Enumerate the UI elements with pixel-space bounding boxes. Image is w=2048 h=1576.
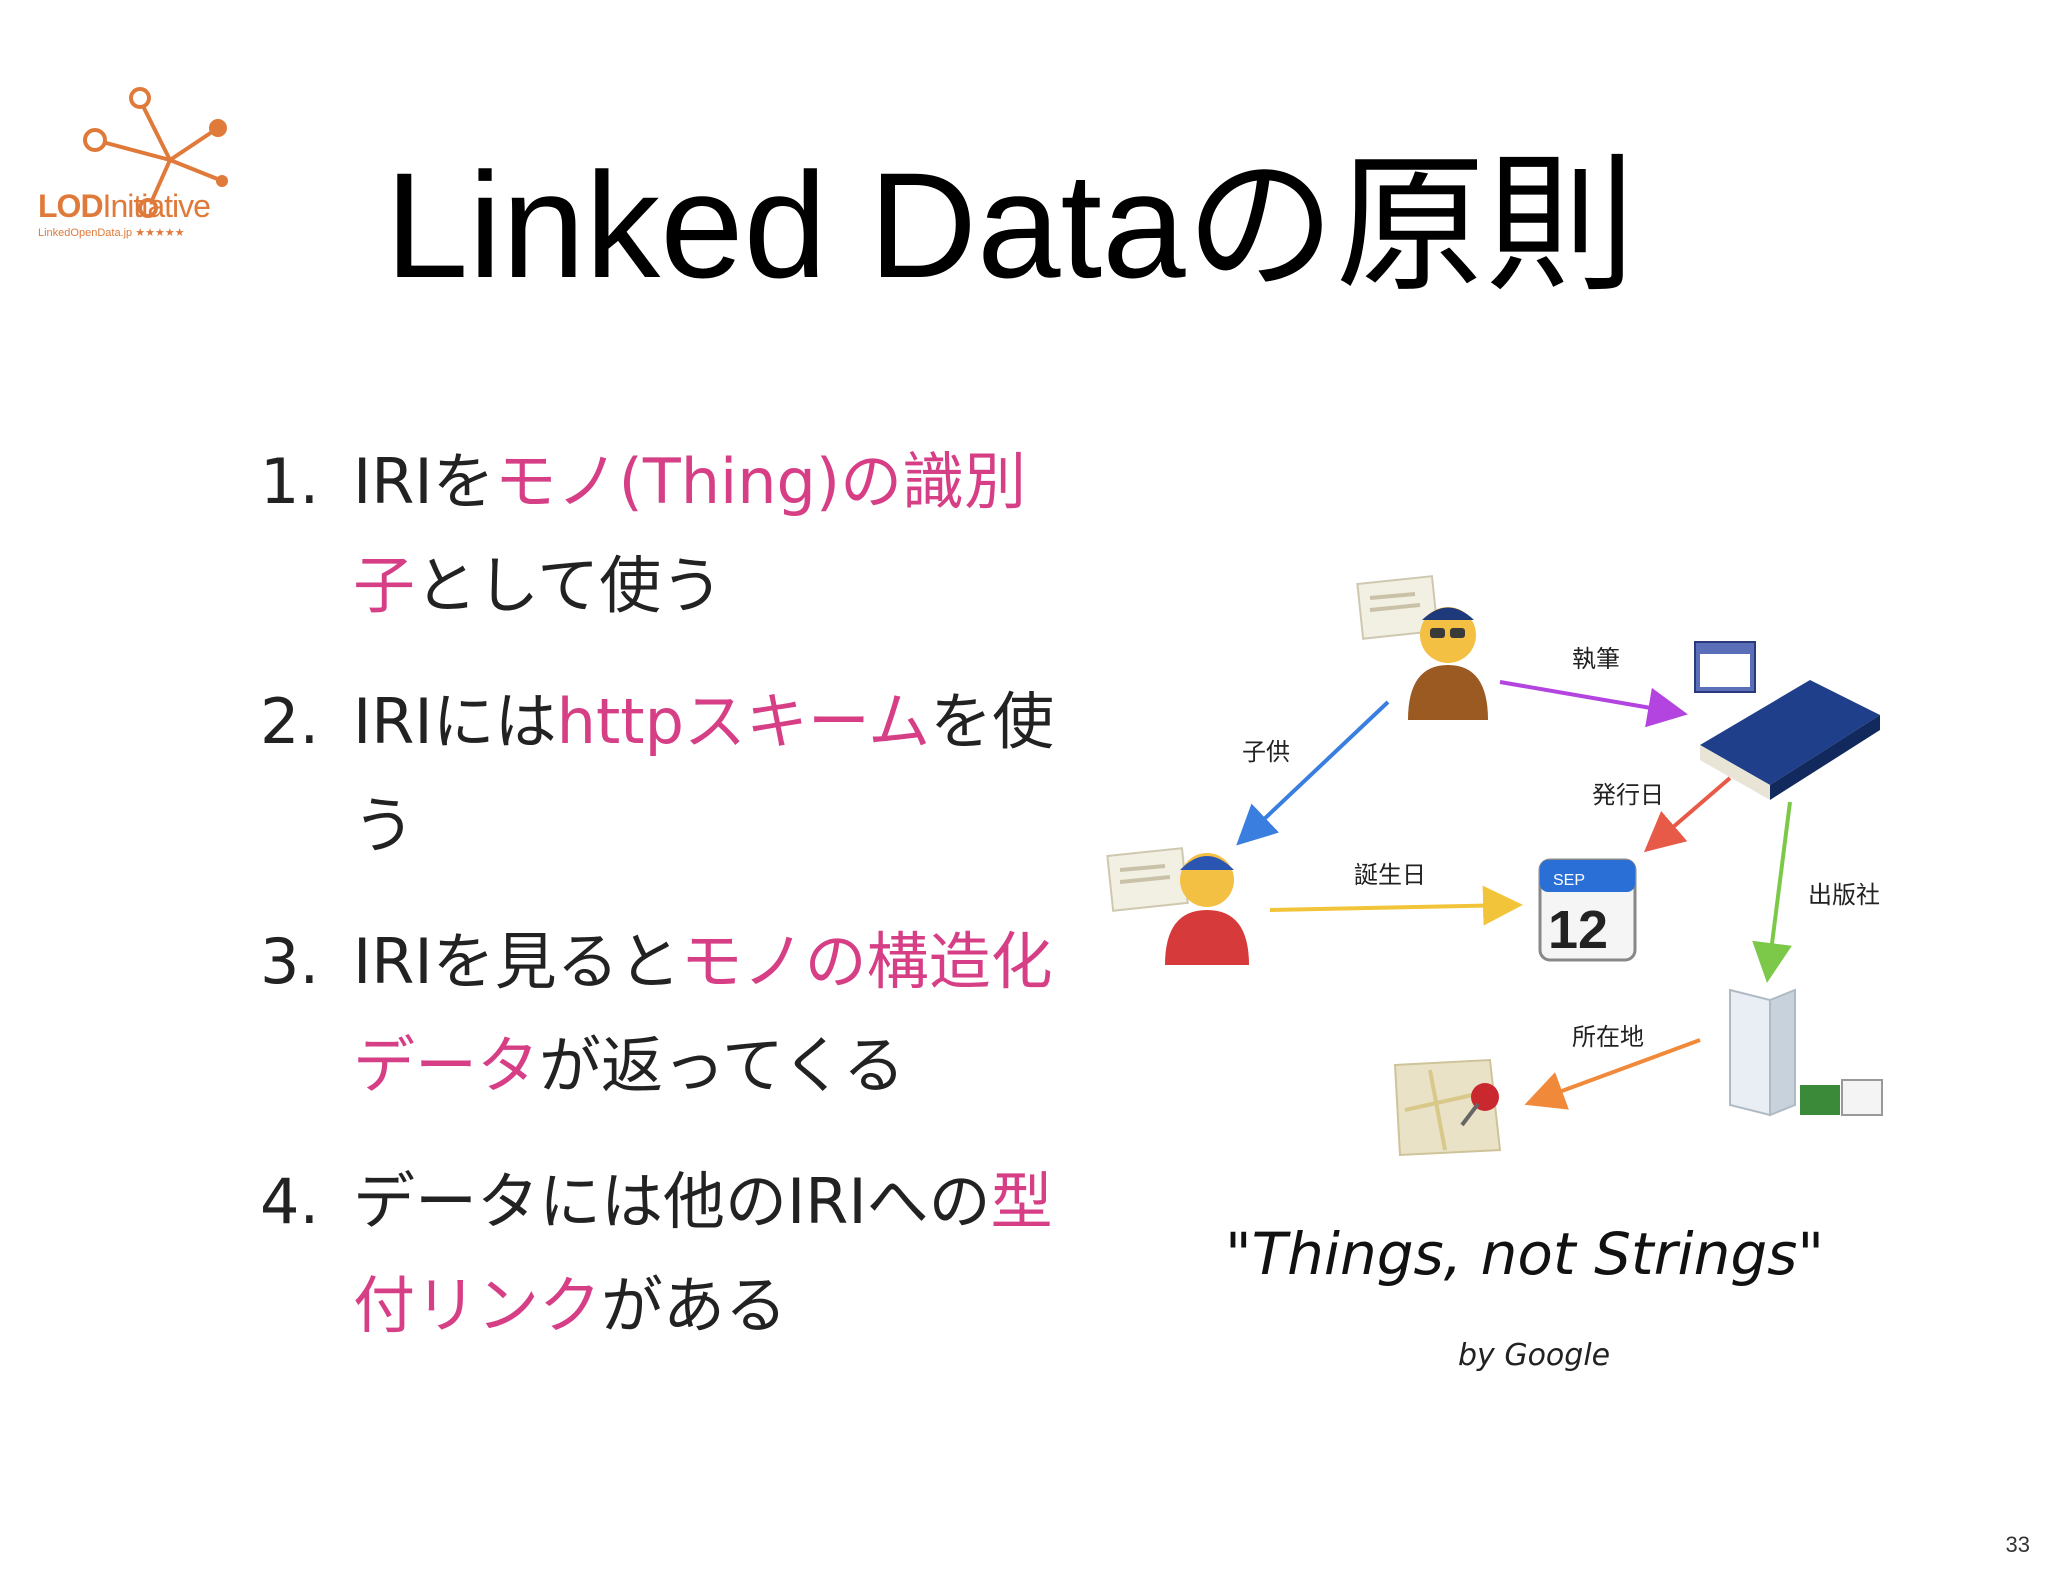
principle-number: 1. [260, 445, 320, 518]
edge-child-calendar [1269, 885, 1523, 926]
principle-text: IRIを [353, 445, 495, 518]
principle-highlight: モノの構造化データ [353, 925, 1053, 1102]
book-icon [1694, 641, 1880, 800]
edge-author-child [1236, 700, 1390, 846]
map-icon [1393, 1058, 1502, 1157]
publisher-building-icon [1729, 988, 1883, 1117]
logo-subtitle: LinkedOpenData.jp ★★★★★ [38, 227, 185, 239]
quote-attribution: by Google [1458, 1338, 1611, 1373]
slide-title: Linked Dataの原則 [385, 141, 1636, 309]
child-person-icon [1165, 853, 1249, 965]
principle-item: 1. IRIをモノ(Thing)の識別子として使う [260, 430, 1060, 638]
author-card-icon [1356, 575, 1439, 640]
logo-brand: LODInitiative [38, 188, 211, 224]
principle-highlight: httpスキーム [556, 685, 931, 758]
calendar-day: 12 [1548, 900, 1608, 960]
principle-highlight: モノ(Thing)の識別子 [353, 445, 1027, 622]
principle-number: 3. [260, 925, 320, 998]
principle-number: 4. [260, 1165, 320, 1238]
edge-book-publisher [1752, 801, 1792, 983]
principle-highlight: 型付リンク [353, 1165, 1053, 1342]
edge-author-book [1499, 680, 1688, 728]
principle-text: IRIを見ると [353, 925, 681, 998]
logo-stars: ★★★★★ [135, 227, 185, 239]
principle-text: として使う [415, 549, 724, 622]
edge-book-calendar [1643, 776, 1732, 853]
edge-label-author-book: 執筆 [1572, 645, 1620, 673]
edge-label-child-calendar: 誕生日 [1354, 861, 1426, 889]
calendar-month: SEP [1553, 872, 1585, 889]
principle-text: IRIには [353, 685, 557, 758]
principle-text: がある [601, 1269, 788, 1342]
principle-text: を使う [353, 685, 1055, 862]
principle-item: 4. データには他のIRIへの型付リンクがある [260, 1150, 1060, 1358]
entity-relationship-diagram: SEP 12 執筆 子供 発行日 誕生日 出版社 所在地 [1106, 575, 1883, 1157]
edge-label-publisher-map: 所在地 [1572, 1023, 1644, 1051]
principle-item: 3. IRIを見るとモノの構造化データが返ってくる [260, 910, 1060, 1118]
edge-label-book-publisher: 出版社 [1808, 881, 1880, 909]
principle-text: が返ってくる [539, 1029, 905, 1102]
edge-publisher-map [1524, 1038, 1701, 1110]
quote-text: "Things, not Strings" [1225, 1220, 1825, 1288]
edge-label-book-calendar: 発行日 [1592, 781, 1664, 809]
principle-item: 2. IRIにはhttpスキームを使う [260, 670, 1060, 878]
calendar-icon: SEP 12 [1538, 858, 1637, 962]
child-card-icon [1106, 847, 1189, 912]
principle-text: データには他のIRIへの [353, 1165, 991, 1238]
principle-number: 2. [260, 685, 320, 758]
lod-logo-graphic [83, 87, 228, 218]
author-person-icon [1408, 607, 1488, 720]
edge-label-author-child: 子供 [1242, 738, 1290, 766]
page-number: 33 [2005, 1532, 2030, 1557]
principles-list: 1. IRIをモノ(Thing)の識別子として使う 2. IRIにはhttpスキームを… [260, 430, 1060, 1390]
